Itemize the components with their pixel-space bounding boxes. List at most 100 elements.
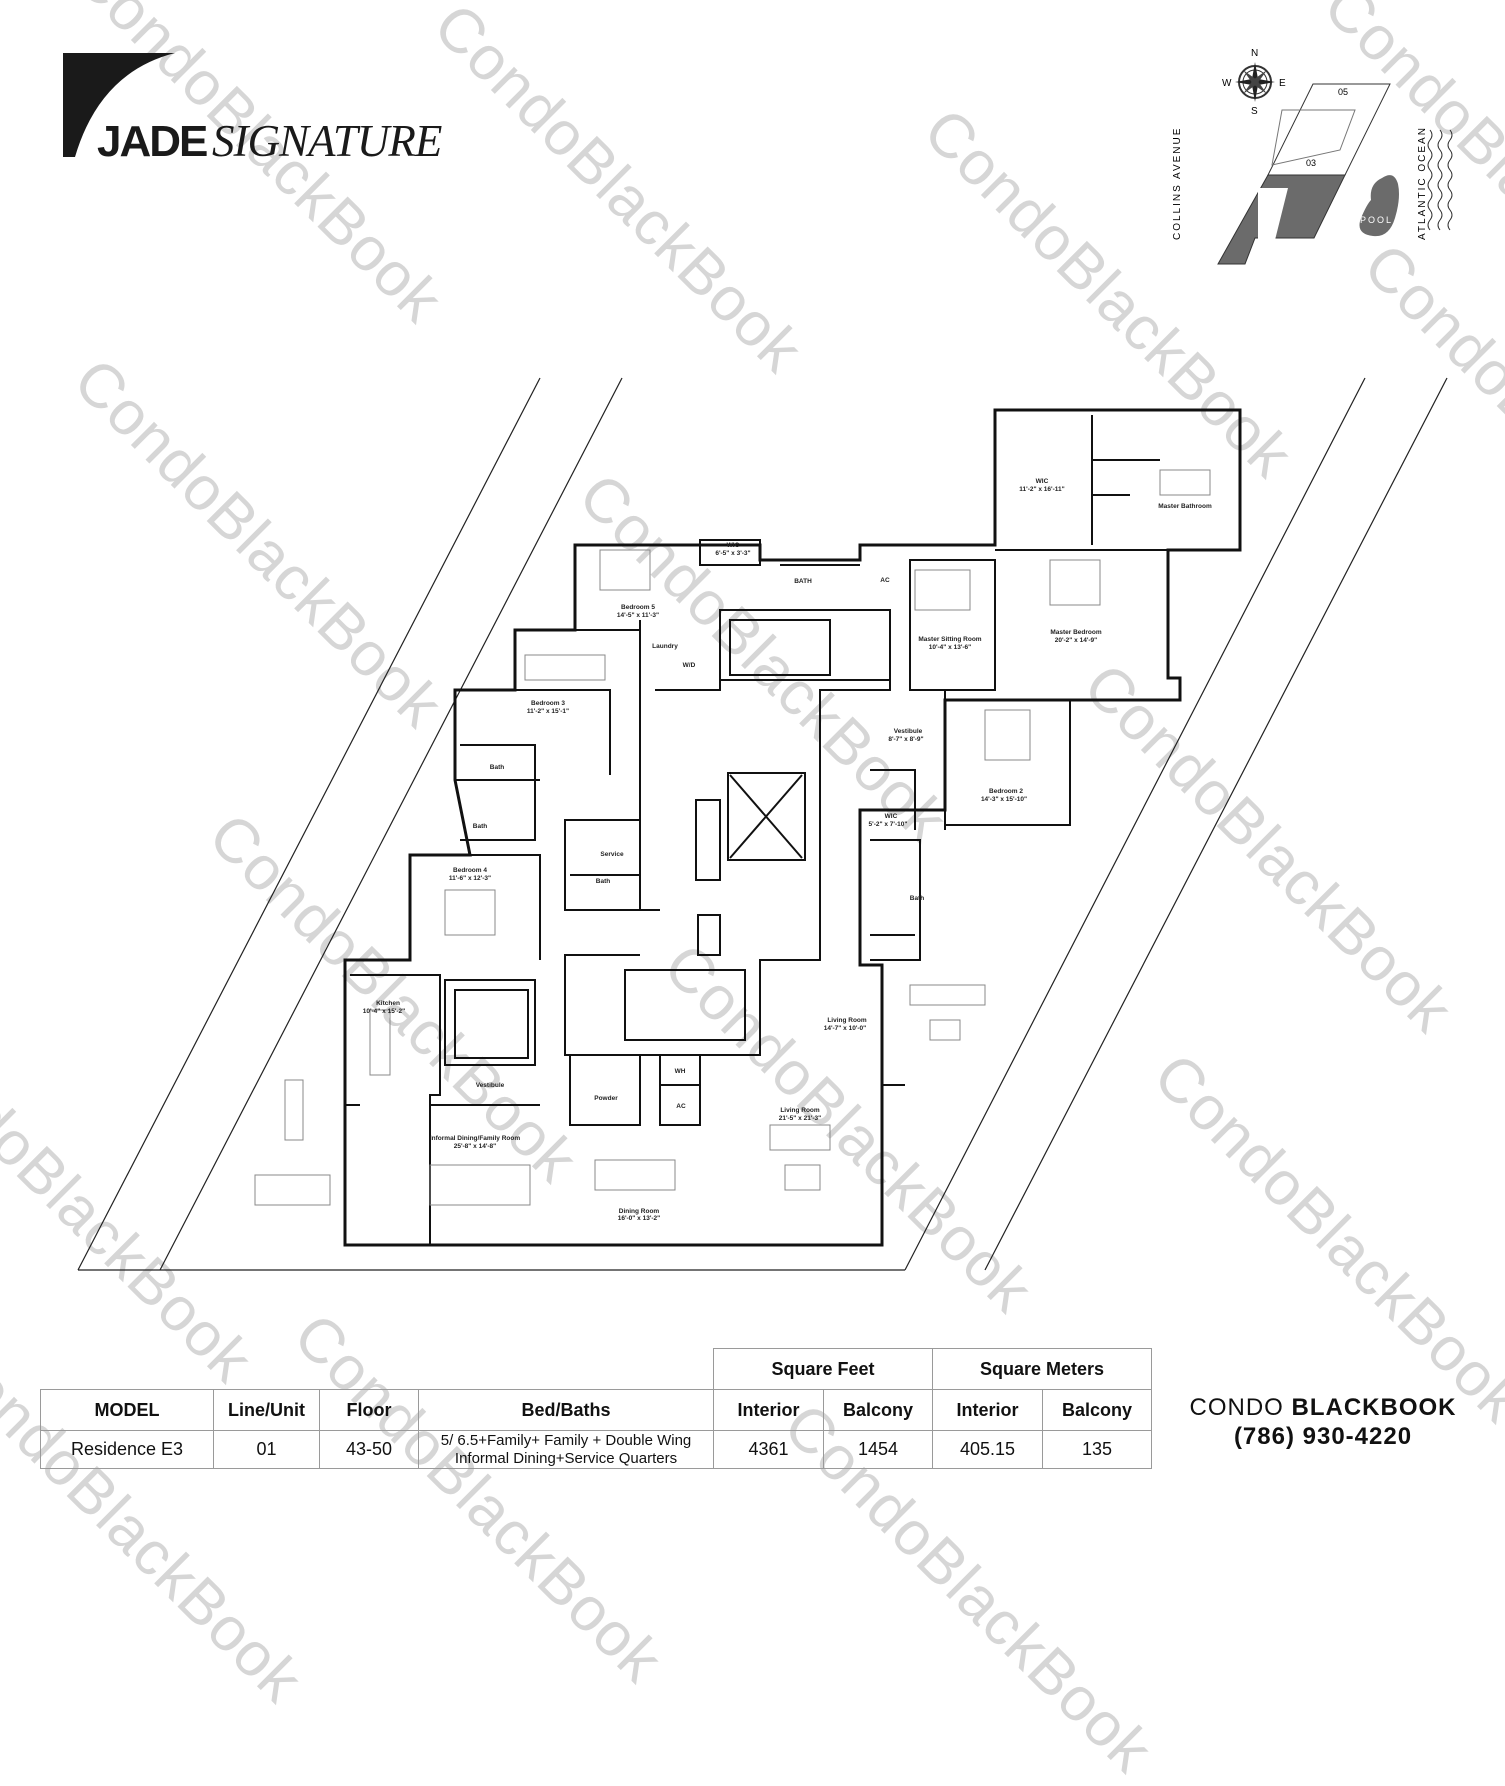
cell-model: Residence E3 [40,1430,214,1469]
room-name: AC [676,1103,686,1110]
room-name: Bath [596,878,610,885]
coffee-table [784,1164,821,1191]
compass-e: E [1279,78,1286,89]
room-name: Bath [473,823,487,830]
pool-shape [1359,175,1399,237]
table-row: Residence E3 01 43-50 5/ 6.5+Family+ Fam… [40,1430,1152,1469]
cell-sqft-balcony: 1454 [823,1430,933,1469]
room-dim: 21'-5" x 21'-3" [779,1115,822,1122]
room-name: Informal Dining/Family Room [430,1135,521,1142]
room-name: WIC [727,542,740,549]
room-name: Bath [490,764,504,771]
room-name: WIC [1036,478,1049,485]
family-sofa [429,1164,531,1206]
room-name: W/D [683,662,696,669]
site-boundary [77,377,1448,1271]
room-name: Bedroom 3 [531,700,565,707]
room-dim: 11'-2" x 15'-1" [527,708,569,715]
room-name: AC [880,577,890,584]
street-label: COLLINS AVENUE [1172,127,1183,240]
room-dim: 11'-6" x 12'-3" [449,875,491,882]
unit-05-label: 05 [1338,87,1348,97]
jade-signature-logo: JADE SIGNATURE [63,53,443,166]
square-feet-header: Square Feet [713,1348,933,1390]
living-sofa [769,1124,831,1151]
square-meters-header: Square Meters [932,1348,1152,1390]
dining-table [594,1159,676,1191]
cell-sqft-interior: 4361 [713,1430,824,1469]
room-dim: 6'-5" x 3'-3" [715,550,750,557]
room-name: Vestibule [476,1082,505,1089]
room-name: WH [675,1068,686,1075]
col-floor: Floor [319,1389,419,1431]
unit-03-outline [1271,109,1356,166]
col-sqft-interior: Interior [713,1389,824,1431]
room-name: Bedroom 2 [989,788,1023,795]
cell-sqm-interior: 405.15 [932,1430,1043,1469]
unit-03-label: 03 [1306,158,1316,168]
condo-blackbook-contact: CONDO BLACKBOOK (786) 930-4220 [1158,1393,1488,1451]
room-name: BATH [794,578,812,585]
room-name: Service [600,851,624,858]
cell-line: 01 [213,1430,320,1469]
room-name: WIC [885,813,898,820]
room-dim: 16'-0" x 13'-2" [618,1215,661,1222]
room-name: Powder [594,1095,618,1102]
room-dim: 14'-3" x 15'-10" [981,796,1027,803]
bed-baths-line-1: 5/ 6.5+Family+ Family + Double Wing [440,1431,692,1449]
logo-mark [63,53,175,157]
terrace-sofa-e [909,984,986,1006]
cell-floor: 43-50 [319,1430,419,1469]
room-dim: 5'-2" x 7'-10" [869,821,908,828]
room-labels: WIC 6'-5" x 3'-3" Bedroom 5 14'-5" x 11'… [363,478,1212,1222]
room-name: Master Sitting Room [918,636,981,643]
pool-label: POOL [1360,215,1393,225]
col-model: MODEL [40,1389,214,1431]
key-plan: N E S W COLLINS AVENUE ATLANTIC OCEAN 05… [1172,48,1453,265]
floor-plan: JADE SIGNATURE N E S W COLLINS AVENUE AT… [63,48,1453,1271]
room-name: Living Room [780,1107,820,1114]
col-line-unit: Line/Unit [213,1389,320,1431]
phone-number[interactable]: (786) 930-4220 [1233,1423,1413,1450]
master-bed [1049,559,1101,606]
logo-word-jade: JADE [97,117,207,166]
room-name: Dining Room [619,1208,660,1215]
unit-01-area [1217,174,1346,265]
room-name: Bath [910,895,924,902]
bed-5 [599,549,651,591]
terrace-table-e [929,1019,961,1041]
room-name: Laundry [652,643,678,650]
room-dim: 20'-2" x 14'-9" [1055,637,1098,644]
room-dim: 25'-8" x 14'-8" [454,1143,497,1150]
sitting-sofa [914,569,971,611]
waves-icon [1427,129,1453,231]
col-sqm-balcony: Balcony [1042,1389,1152,1431]
unit-walls [343,408,1242,1247]
terrace-sofa [254,1174,331,1206]
room-name: Vestibule [894,728,923,735]
furniture [254,469,1211,1206]
unit-01-core [1258,188,1288,240]
logo-word-signature: SIGNATURE [212,116,442,166]
bathtub [1159,469,1211,496]
bed-3 [524,654,606,681]
room-name: Kitchen [376,1000,400,1007]
compass-n: N [1251,48,1258,59]
col-bed-baths: Bed/Baths [418,1389,714,1431]
room-name: Master Bedroom [1050,629,1102,636]
room-dim: 14'-7" x 10'-0" [824,1025,867,1032]
room-name: Living Room [827,1017,867,1024]
compass-rose-icon [1235,62,1275,102]
terrace-table [284,1079,304,1141]
ocean-label: ATLANTIC OCEAN [1417,126,1428,240]
cell-sqm-balcony: 135 [1042,1430,1152,1469]
room-name: Master Bathroom [1158,503,1212,510]
bed-2 [984,709,1031,761]
room-dim: 8'-7" x 8'-9" [888,736,923,743]
bed-4 [444,889,496,936]
bed-baths-line-2: Informal Dining+Service Quarters [454,1449,678,1467]
brand-bold: BLACKBOOK [1291,1394,1457,1421]
unit-spec-table: Square Feet Square Meters MODEL Line/Uni… [40,1348,1152,1469]
room-dim: 11'-2" x 16'-11" [1019,486,1064,493]
room-dim: 14'-5" x 11'-3" [617,612,659,619]
